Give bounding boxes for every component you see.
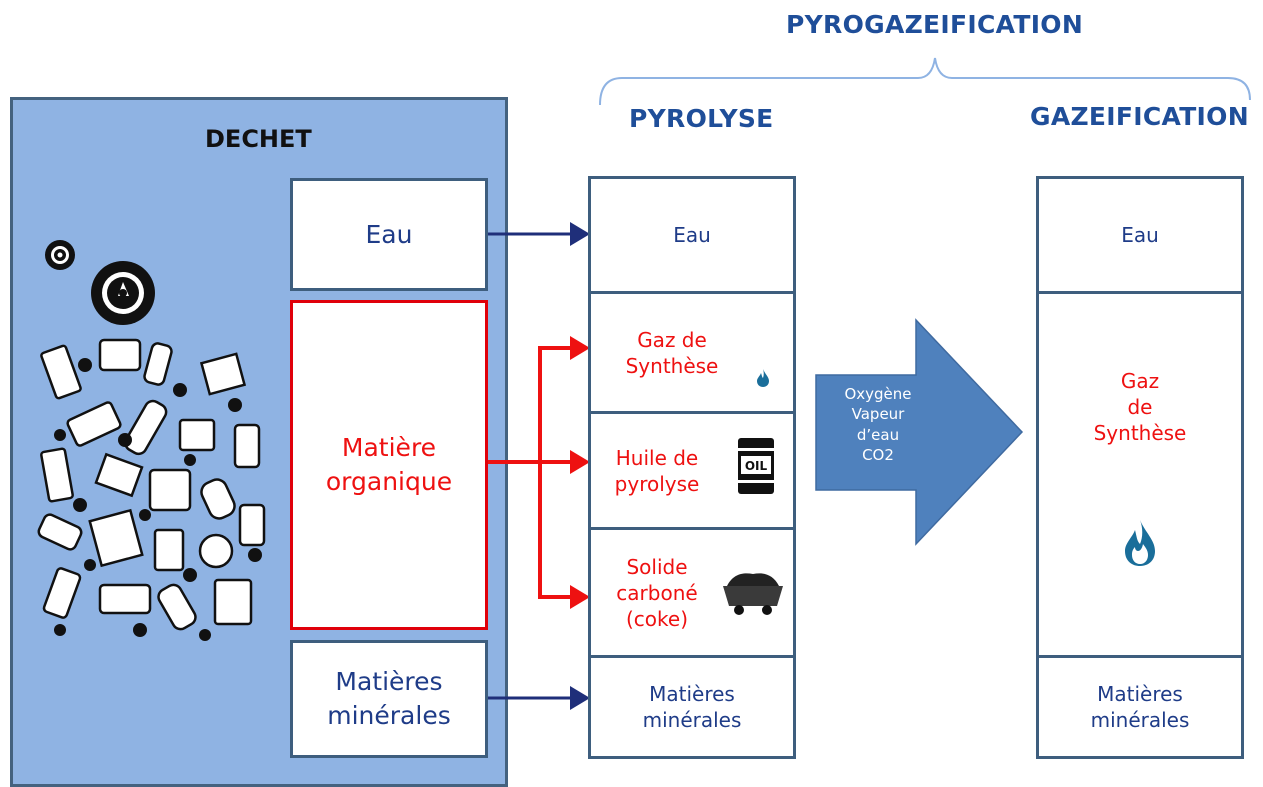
dechet-matieres-minerales-box: Matières minérales xyxy=(290,640,488,758)
pyrogazeification-title: PYROGAZEIFICATION xyxy=(786,10,1084,39)
dechet-matiere-organique-label: Matière organique xyxy=(325,433,453,496)
pyrolyse-solide-cell: Solide carboné (coke) xyxy=(591,527,793,655)
eau-arrow-head xyxy=(570,222,590,246)
pyrolyse-huile-cell: Huile de pyrolyse OIL xyxy=(591,411,793,527)
pyrolyse-gaz-cell: Gaz de Synthèse xyxy=(591,291,793,411)
tire-icon xyxy=(45,240,75,270)
minerales-arrow-head xyxy=(570,686,590,710)
pyrolyse-minerales-label: Matières minérales xyxy=(642,682,742,732)
huile-arrow-head xyxy=(570,450,590,474)
dechet-eau-box: Eau xyxy=(290,178,488,291)
gazeification-minerales-label: Matières minérales xyxy=(1090,682,1190,732)
gazeification-minerales-cell: Matières minérales xyxy=(1039,655,1241,756)
flame-icon xyxy=(757,369,769,387)
dechet-eau-label: Eau xyxy=(365,219,413,249)
pyrolyse-huile-label: Huile de pyrolyse xyxy=(614,445,700,496)
dechet-matieres-minerales-label: Matières minérales xyxy=(327,667,451,730)
pyrolyse-title: PYROLYSE xyxy=(629,104,774,133)
solide-arrow-head xyxy=(570,585,590,609)
gazeification-gaz-label: Gaz de Synthèse xyxy=(1093,369,1187,445)
dechet-title: DECHET xyxy=(205,125,312,153)
gaz-arrow-head xyxy=(570,336,590,360)
pyrolyse-solide-label: Solide carboné (coke) xyxy=(616,554,698,631)
pyrolyse-column: Eau Gaz de Synthèse Huile de pyrolyse OI… xyxy=(588,176,796,759)
coal-cart-icon xyxy=(723,573,783,615)
gazeification-title: GAZEIFICATION xyxy=(1030,102,1249,131)
gazeification-column: Eau Gaz de Synthèse Matières minérales xyxy=(1036,176,1244,759)
waste-pile-icon xyxy=(37,338,266,641)
gazeification-gaz-cell: Gaz de Synthèse xyxy=(1039,291,1241,655)
oil-barrel-label: OIL xyxy=(745,459,768,473)
pyrolyse-gaz-label: Gaz de Synthèse xyxy=(625,327,719,378)
big-process-arrow-label: Oxygène Vapeur d’eau CO2 xyxy=(844,385,912,464)
tire-icon xyxy=(91,261,155,325)
organique-branch-arrows xyxy=(488,346,572,599)
gazeification-eau-cell: Eau xyxy=(1039,179,1241,291)
pyrolyse-minerales-cell: Matières minérales xyxy=(591,655,793,756)
pyrolyse-eau-label: Eau xyxy=(673,223,711,247)
pyrolyse-eau-cell: Eau xyxy=(591,179,793,291)
oil-barrel-icon: OIL xyxy=(738,438,774,494)
gazeification-eau-label: Eau xyxy=(1121,223,1159,247)
flame-icon xyxy=(1125,520,1155,566)
dechet-matiere-organique-box: Matière organique xyxy=(290,300,488,630)
big-process-arrow xyxy=(815,318,1024,546)
